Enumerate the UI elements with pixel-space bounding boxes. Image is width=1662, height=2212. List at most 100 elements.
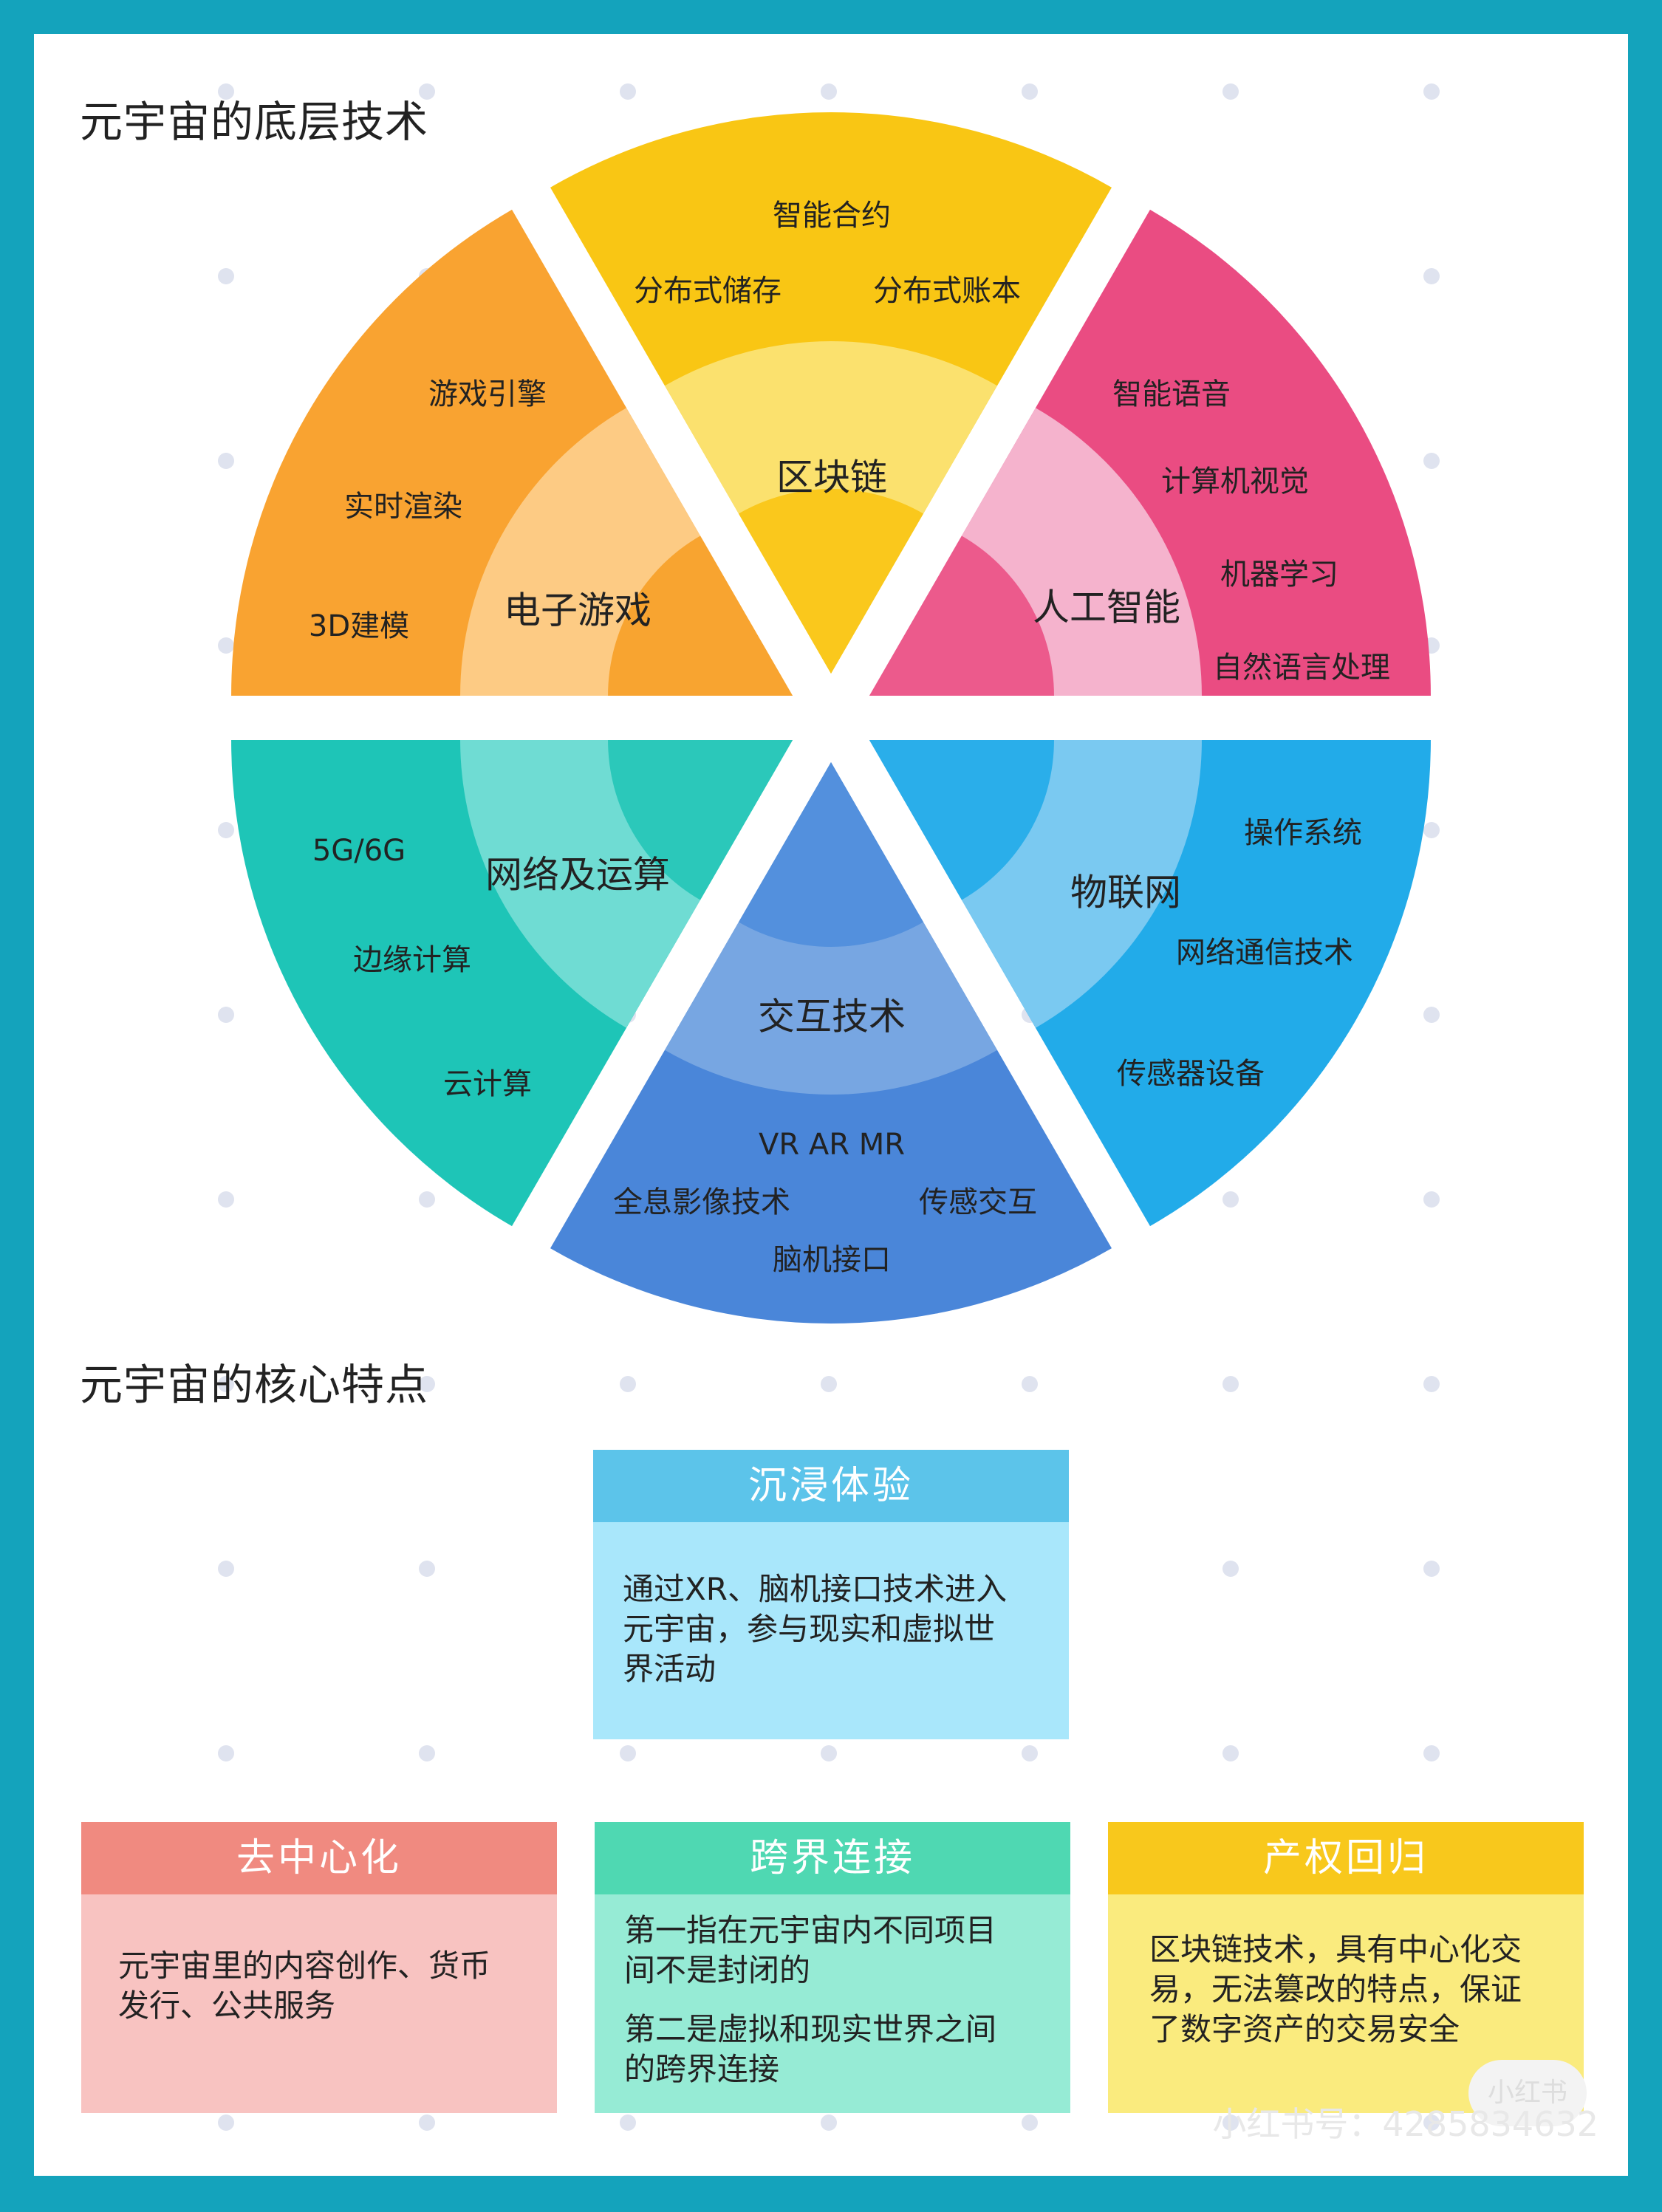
background-dot [620, 83, 636, 100]
wheel-center-label-blockchain: 区块链 [776, 456, 887, 499]
card-text-line: 第二是虚拟和现实世界之间 [624, 2011, 997, 2047]
wheel-item-label: 网络通信技术 [1176, 936, 1353, 970]
watermark-logo: 小红书 [1468, 2060, 1587, 2126]
feature-card-immersive: 沉浸体验 通过XR、脑机接口技术进入 元宇宙，参与现实和虚拟世 界活动 [593, 1450, 1069, 1739]
background-dot [419, 1191, 435, 1208]
feature-card-immersive-title: 沉浸体验 [593, 1450, 1069, 1522]
wheel-item-label: 分布式账本 [873, 274, 1021, 308]
wheel-item-label: 边缘计算 [353, 943, 471, 977]
background-dot [1022, 1745, 1038, 1761]
wheel-segment-network-inner [608, 740, 793, 900]
background-dot [218, 637, 234, 654]
wheel-item-label: 实时渲染 [344, 490, 462, 524]
background-dot [218, 268, 234, 284]
card-text-line: 易，无法篡改的特点，保证 [1149, 1971, 1522, 2007]
background-dot [1423, 268, 1440, 284]
feature-card-cross-border: 跨界连接 第一指在元宇宙内不同项目 间不是封闭的 第二是虚拟和现实世界之间 的跨… [595, 1822, 1070, 2113]
wheel-segment-gaming-inner [608, 535, 793, 696]
card-text-line: 第一指在元宇宙内不同项目 [624, 1912, 997, 1948]
background-dot [1423, 1745, 1440, 1761]
wheel-item-label: 机器学习 [1220, 558, 1338, 592]
background-dot [1022, 2115, 1038, 2131]
feature-card-cross-border-body: 第一指在元宇宙内不同项目 间不是封闭的 第二是虚拟和现实世界之间 的跨界连接 [595, 1894, 1070, 2113]
background-dot [419, 83, 435, 100]
section-title-technology: 元宇宙的底层技术 [80, 97, 429, 147]
background-dot [218, 1191, 234, 1208]
background-dot [620, 1745, 636, 1761]
feature-card-property-rights-title: 产权回归 [1108, 1822, 1584, 1894]
card-text-line: 了数字资产的交易安全 [1149, 2011, 1460, 2047]
wheel-center-label-network: 网络及运算 [485, 854, 670, 897]
wheel-item-label: 智能语音 [1112, 377, 1231, 411]
wheel-item-label: 计算机视觉 [1161, 465, 1309, 499]
infographic-panel: 元宇宙的底层技术 区块链 智能合约分布式储存 分布式账本人工智能 智能语音计算机视觉机… [34, 34, 1628, 2176]
background-dot [821, 83, 837, 100]
feature-card-decentralization: 去中心化 元宇宙里的内容创作、货币 发行、公共服务 [81, 1822, 557, 2113]
background-dot [1222, 1376, 1239, 1392]
background-dot [1222, 2115, 1239, 2131]
background-dot [218, 1561, 234, 1577]
wheel-item-label: 传感交互 [919, 1185, 1037, 1219]
background-dot [1423, 1561, 1440, 1577]
background-dot [1222, 1561, 1239, 1577]
background-dot [419, 1561, 435, 1577]
wheel-item-label: 传感器设备 [1117, 1057, 1265, 1091]
feature-card-decentralization-title: 去中心化 [81, 1822, 557, 1894]
background-dot [1423, 83, 1440, 100]
wheel-item-label: 脑机接口 [773, 1243, 891, 1277]
card-text-line: 发行、公共服务 [118, 1987, 336, 2024]
watermark-text: 小红书号：4285834632 [1212, 2104, 1598, 2144]
background-dot [821, 2115, 837, 2131]
background-dot [620, 1376, 636, 1392]
background-dot [218, 822, 234, 838]
wheel-item-label: VR AR MR [759, 1128, 905, 1162]
background-dot [218, 1376, 234, 1392]
wheel-item-label: 云计算 [443, 1067, 532, 1101]
wheel-center-label-ai: 人工智能 [1033, 586, 1180, 629]
wheel-segment-interaction-inner [739, 762, 923, 947]
card-text-line: 元宇宙，参与现实和虚拟世 [623, 1611, 996, 1647]
background-dot [1423, 1376, 1440, 1392]
feature-card-cross-border-title: 跨界连接 [595, 1822, 1070, 1894]
wheel-segment-ai-inner [869, 535, 1054, 696]
background-dot [620, 2115, 636, 2131]
card-text-line: 区块链技术，具有中心化交 [1149, 1931, 1522, 1968]
wheel-item-label: 分布式储存 [634, 274, 782, 308]
card-text-line: 界活动 [623, 1651, 717, 1687]
wheel-item-label: 操作系统 [1244, 816, 1362, 850]
wheel-center-label-interaction: 交互技术 [758, 996, 906, 1038]
background-dot [218, 2115, 234, 2131]
background-dot [1222, 1191, 1239, 1208]
background-dot [1222, 1745, 1239, 1761]
wheel-item-label: 智能合约 [773, 199, 891, 233]
wheel-item-label: 3D建模 [309, 609, 409, 643]
background-dot [218, 453, 234, 469]
background-dot [1423, 2115, 1440, 2131]
background-dot [1022, 1376, 1038, 1392]
card-text-line: 间不是封闭的 [624, 1952, 811, 1988]
wheel-item-label: 5G/6G [312, 834, 406, 868]
feature-card-immersive-body: 通过XR、脑机接口技术进入 元宇宙，参与现实和虚拟世 界活动 [593, 1522, 1069, 1739]
wheel-center-label-iot: 物联网 [1070, 872, 1181, 914]
wheel-item-label: 自然语言处理 [1213, 651, 1390, 685]
background-dot [419, 1376, 435, 1392]
wheel-item-label: 游戏引擎 [428, 377, 547, 411]
wheel-item-label: 全息影像技术 [613, 1185, 790, 1219]
feature-card-property-rights-body: 区块链技术，具有中心化交 易，无法篡改的特点，保证 了数字资产的交易安全 [1108, 1894, 1584, 2113]
background-dot [1222, 83, 1239, 100]
background-dot [218, 83, 234, 100]
background-dot [1423, 453, 1440, 469]
background-dot [1022, 83, 1038, 100]
card-text-line: 通过XR、脑机接口技术进入 [623, 1571, 1007, 1607]
background-dot [419, 1745, 435, 1761]
background-dot [218, 1007, 234, 1023]
background-dot [1423, 822, 1440, 838]
background-dot [218, 1745, 234, 1761]
background-dot [821, 1376, 837, 1392]
section-title-features: 元宇宙的核心特点 [80, 1360, 429, 1410]
wheel-segment-blockchain-inner [739, 489, 923, 674]
feature-card-decentralization-body: 元宇宙里的内容创作、货币 发行、公共服务 [81, 1894, 557, 2113]
wheel-segment-iot-inner [869, 740, 1054, 900]
background-dot [1423, 1191, 1440, 1208]
